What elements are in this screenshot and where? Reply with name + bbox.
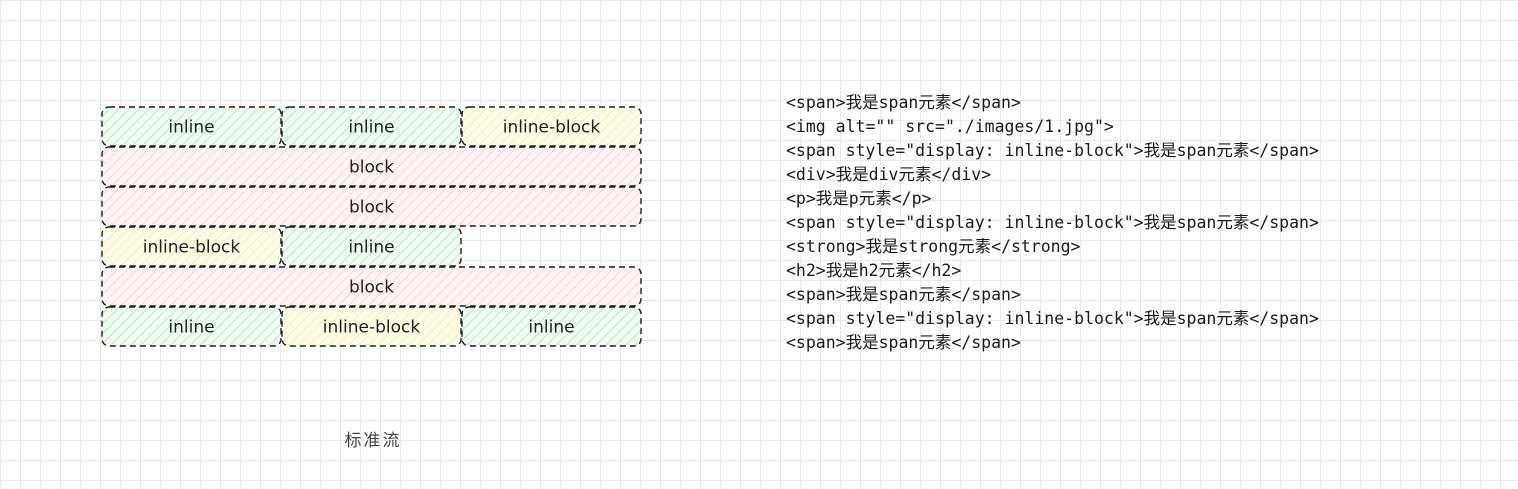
flow-box-block: block <box>101 146 642 187</box>
flow-box-label: inline-block <box>323 318 421 338</box>
code-line: <img alt="" src="./images/1.jpg"> <box>786 117 1114 136</box>
code-line: <span style="display: inline-block">我是sp… <box>786 141 1319 160</box>
code-line: <span style="display: inline-block">我是sp… <box>786 309 1319 328</box>
flow-box-rect <box>461 306 642 347</box>
flow-box-label: inline <box>528 318 574 338</box>
flow-box-rect <box>281 226 462 267</box>
flow-box-label: block <box>349 198 394 218</box>
html-code-listing: <span>我是span元素</span> <img alt="" src="./… <box>786 91 1319 355</box>
flow-box-rect <box>101 266 642 307</box>
code-line: <span>我是span元素</span> <box>786 285 1021 304</box>
code-line: <span>我是span元素</span> <box>786 333 1021 352</box>
flow-box-inline: inline <box>281 226 462 267</box>
flow-box-rect <box>101 306 282 347</box>
flow-box-rect <box>281 106 462 147</box>
flow-box-rect <box>101 106 282 147</box>
code-line: <div>我是div元素</div> <box>786 165 992 184</box>
flow-box-inline: inline <box>281 106 462 147</box>
flow-box-inline-block: inline-block <box>101 226 282 267</box>
flow-box-inline: inline <box>461 306 642 347</box>
code-line: <strong>我是strong元素</strong> <box>786 237 1081 256</box>
flow-box-label: block <box>349 158 394 178</box>
code-line: <span style="display: inline-block">我是sp… <box>786 213 1319 232</box>
flow-box-block: block <box>101 186 642 227</box>
code-line: <span>我是span元素</span> <box>786 93 1021 112</box>
flow-box-rect <box>101 186 642 227</box>
flow-box-inline-block: inline-block <box>281 306 462 347</box>
code-line: <h2>我是h2元素</h2> <box>786 261 962 280</box>
flow-box-label: inline <box>168 118 214 138</box>
flow-box-label: inline-block <box>143 238 241 258</box>
flow-box-inline: inline <box>101 306 282 347</box>
code-line: <p>我是p元素</p> <box>786 189 932 208</box>
flow-box-label: inline <box>168 318 214 338</box>
flow-box-label: inline-block <box>503 118 601 138</box>
flow-box-block: block <box>101 266 642 307</box>
flow-box-rect <box>281 306 462 347</box>
flow-box-label: inline <box>348 118 394 138</box>
flow-boxes: inline inline inline-block block block inline… <box>101 106 642 347</box>
flow-box-rect <box>101 226 282 267</box>
flow-box-rect <box>461 106 642 147</box>
flow-box-label: block <box>349 278 394 298</box>
flow-box-inline-block: inline-block <box>461 106 642 147</box>
flow-box-rect <box>101 146 642 187</box>
flow-box-label: inline <box>348 238 394 258</box>
diagram-caption: 标准流 <box>344 431 402 451</box>
flow-box-inline: inline <box>101 106 282 147</box>
